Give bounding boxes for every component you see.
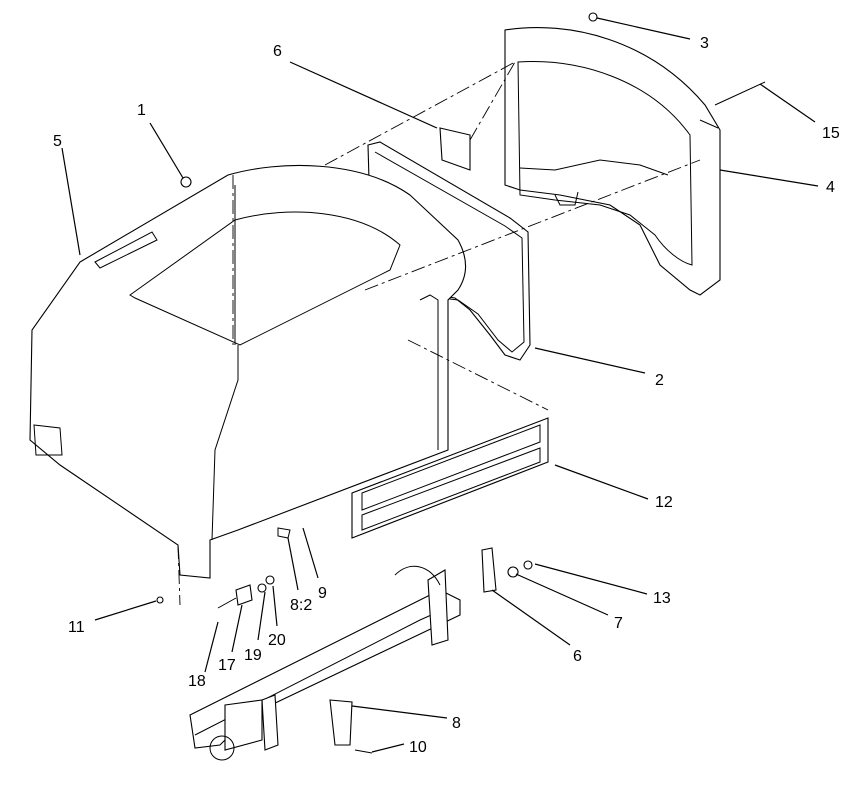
callout-11: 11 [68,619,85,636]
callout-6-lower: 6 [573,648,582,665]
callout-8-2: 8:2 [290,597,312,614]
leader-lines [61,17,819,753]
callout-6-upper: 6 [273,43,282,60]
callout-labels: 1 2 3 4 5 6 6 7 8 8:2 9 10 11 12 13 15 1… [53,35,840,756]
callout-10: 10 [409,739,427,756]
frame-rail [189,565,461,761]
callout-17: 17 [218,657,236,674]
callout-2: 2 [655,372,664,389]
callout-3: 3 [700,35,709,52]
callout-8: 8 [452,715,461,732]
callout-13: 13 [653,590,671,607]
bracket-lower [481,547,497,593]
callout-9: 9 [318,585,327,602]
callout-15: 15 [822,125,840,142]
callout-12: 12 [655,494,673,511]
fasteners [156,12,766,754]
callout-5: 5 [53,133,62,150]
decal-panel [351,417,549,539]
bracket-upper [439,127,471,171]
main-hood [29,165,467,579]
rear-hood-frame [504,27,721,296]
callout-18: 18 [188,673,206,690]
alignment-lines [177,61,701,606]
callout-7: 7 [614,615,623,632]
callout-19: 19 [244,647,262,664]
callout-20: 20 [268,632,286,649]
callout-4: 4 [826,179,835,196]
callout-1: 1 [137,102,146,119]
